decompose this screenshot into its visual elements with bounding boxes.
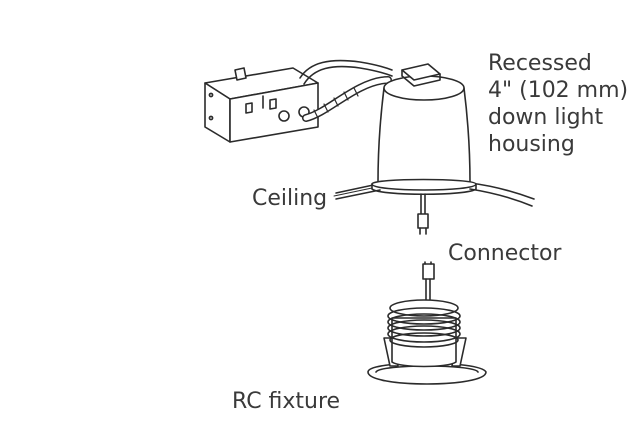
- housing-label-line-4: housing: [488, 132, 575, 157]
- fixture-label: RC fixture: [232, 389, 340, 414]
- housing-label-line-1: Recessed: [488, 51, 592, 76]
- conduit: [302, 76, 392, 122]
- rc-fixture: [367, 299, 487, 385]
- connector-label: Connector: [448, 241, 562, 266]
- junction-box: [204, 67, 319, 143]
- labels: Recessed 4" (102 mm) down light housing …: [232, 51, 628, 414]
- housing-label-line-2: 4" (102 mm): [488, 78, 628, 103]
- connector-upper: [417, 193, 429, 235]
- ceiling-panel: [335, 182, 535, 207]
- housing-label-line-3: down light: [488, 105, 603, 130]
- housing-can: [371, 63, 477, 196]
- ceiling-label: Ceiling: [252, 186, 327, 211]
- ceiling-leader-line: [333, 187, 373, 197]
- mounting-bracket: [299, 59, 393, 85]
